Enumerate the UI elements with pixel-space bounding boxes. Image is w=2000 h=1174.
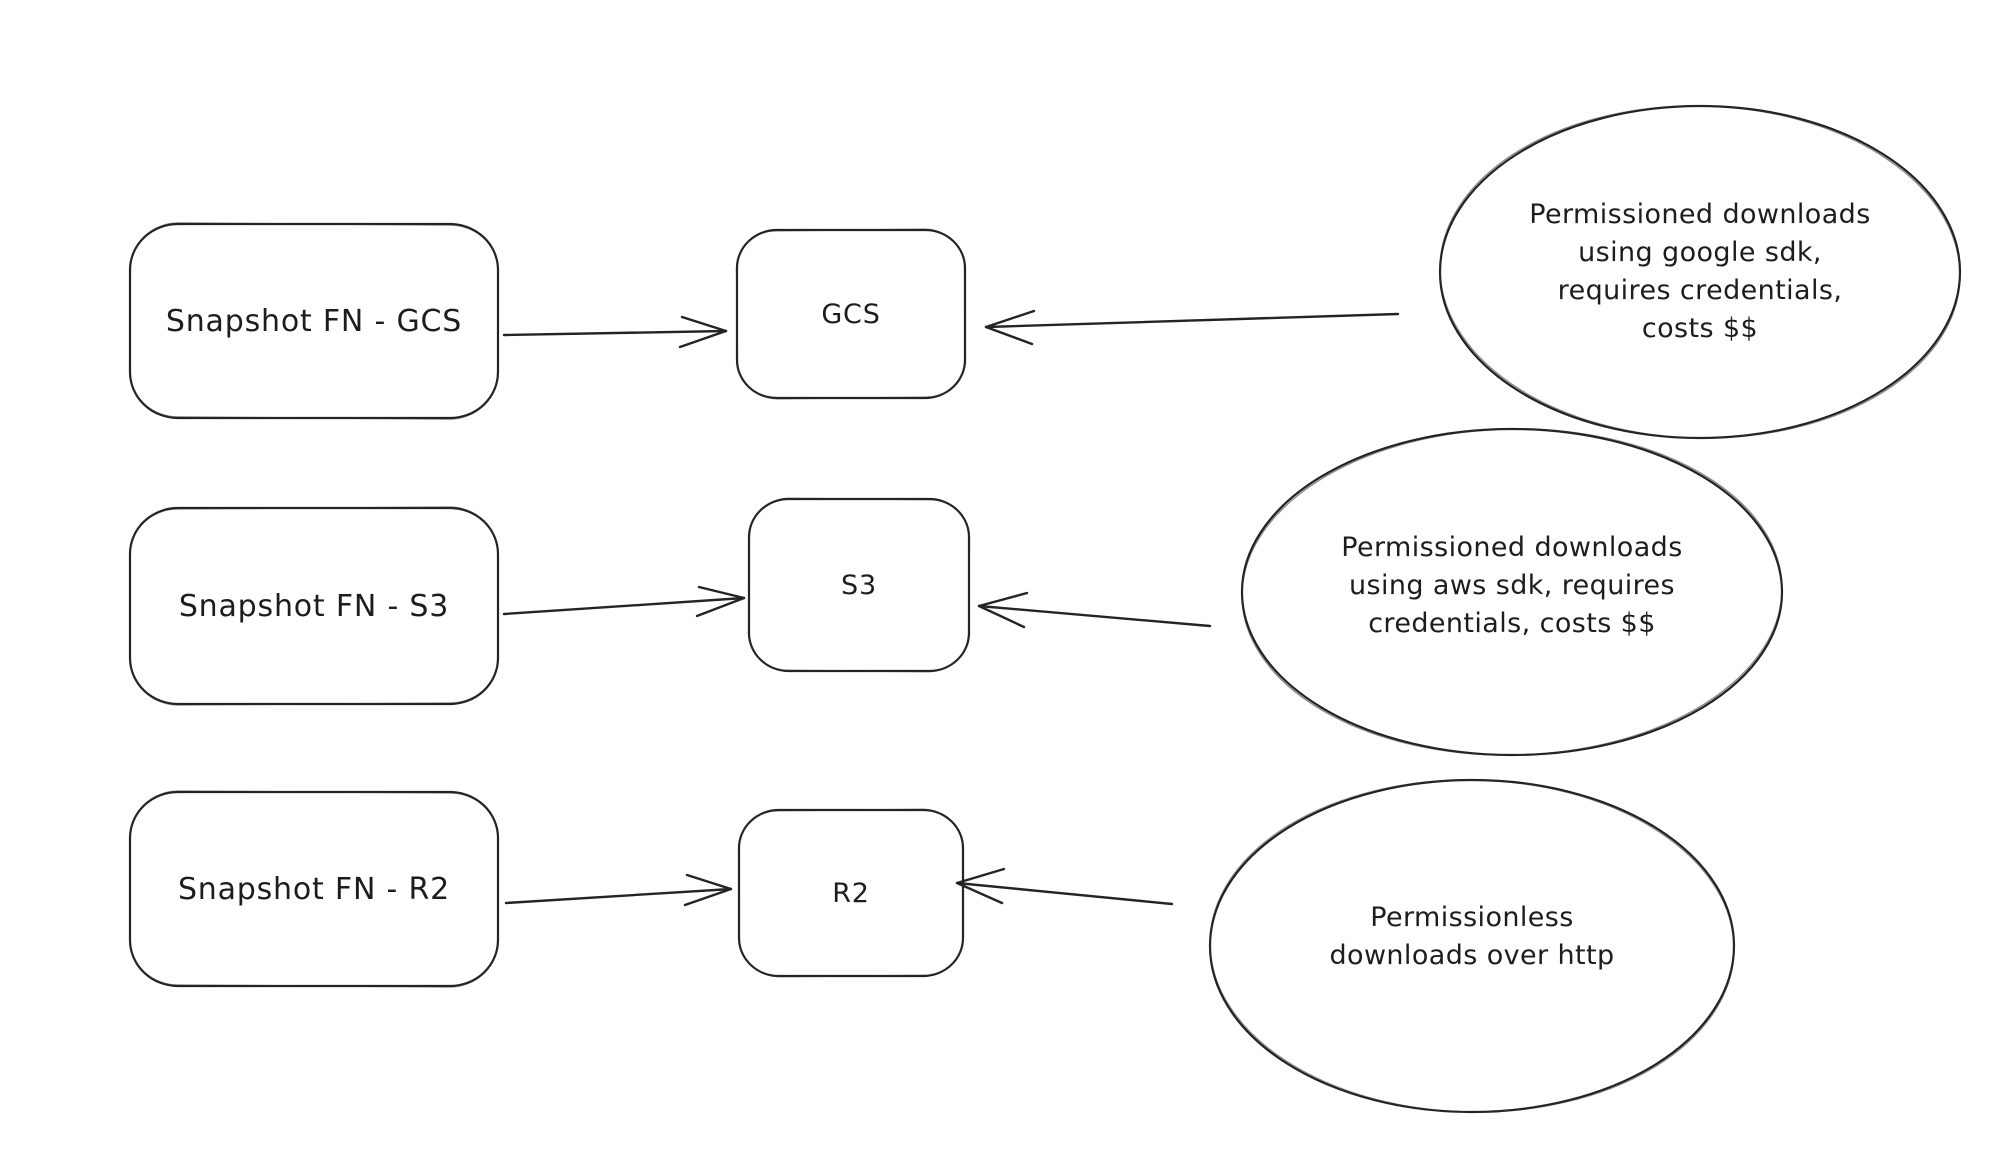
snapshot-fn-gcs-box-outline: [129, 223, 499, 420]
snapshot-fn-r2-label: Snapshot FN - R2: [177, 871, 451, 907]
arrow-r2-note-to-r2: [957, 869, 1172, 904]
s3-note-line: credentials, costs $$: [1368, 608, 1656, 639]
arrow-snapshot-s3-to-s3: [504, 587, 744, 616]
snapshot-fn-gcs-label: Snapshot FN - GCS: [165, 303, 463, 339]
r2-note-text: Permissionless downloads over http: [1242, 899, 1702, 975]
r2-note-line: downloads over http: [1329, 940, 1615, 971]
s3-note-ellipse-outline: [1239, 424, 1785, 760]
gcs-note-text: Permissioned downloads using google sdk,…: [1470, 196, 1930, 348]
snapshot-fn-s3-box-outline: [129, 507, 498, 706]
gcs-note-line: costs $$: [1641, 313, 1759, 344]
r2-box-outline: [738, 809, 963, 977]
arrow-snapshot-gcs-to-gcs: [504, 317, 726, 347]
s3-box-outline: [748, 498, 970, 672]
gcs-box-outline: [736, 229, 966, 399]
s3-label: S3: [841, 569, 877, 601]
gcs-note-line: using google sdk,: [1578, 237, 1822, 268]
arrow-snapshot-r2-to-r2: [506, 875, 731, 905]
r2-label: R2: [832, 877, 870, 909]
s3-note-line: using aws sdk, requires: [1348, 570, 1676, 601]
r2-note-line: Permissionless: [1370, 902, 1574, 933]
snapshot-fn-s3-label: Snapshot FN - S3: [178, 588, 450, 624]
gcs-note-ellipse-outline: [1437, 101, 1964, 444]
gcs-label: GCS: [821, 298, 881, 330]
gcs-note-line: requires credentials,: [1557, 275, 1843, 306]
arrow-s3-note-to-s3: [979, 593, 1210, 627]
snapshot-fn-r2-box-outline: [129, 791, 498, 988]
arrow-gcs-note-to-gcs: [986, 311, 1398, 344]
gcs-note-line: Permissioned downloads: [1529, 199, 1871, 230]
r2-note-ellipse-outline: [1207, 775, 1737, 1116]
s3-note-line: Permissioned downloads: [1341, 532, 1683, 563]
s3-note-text: Permissioned downloads using aws sdk, re…: [1272, 529, 1752, 643]
